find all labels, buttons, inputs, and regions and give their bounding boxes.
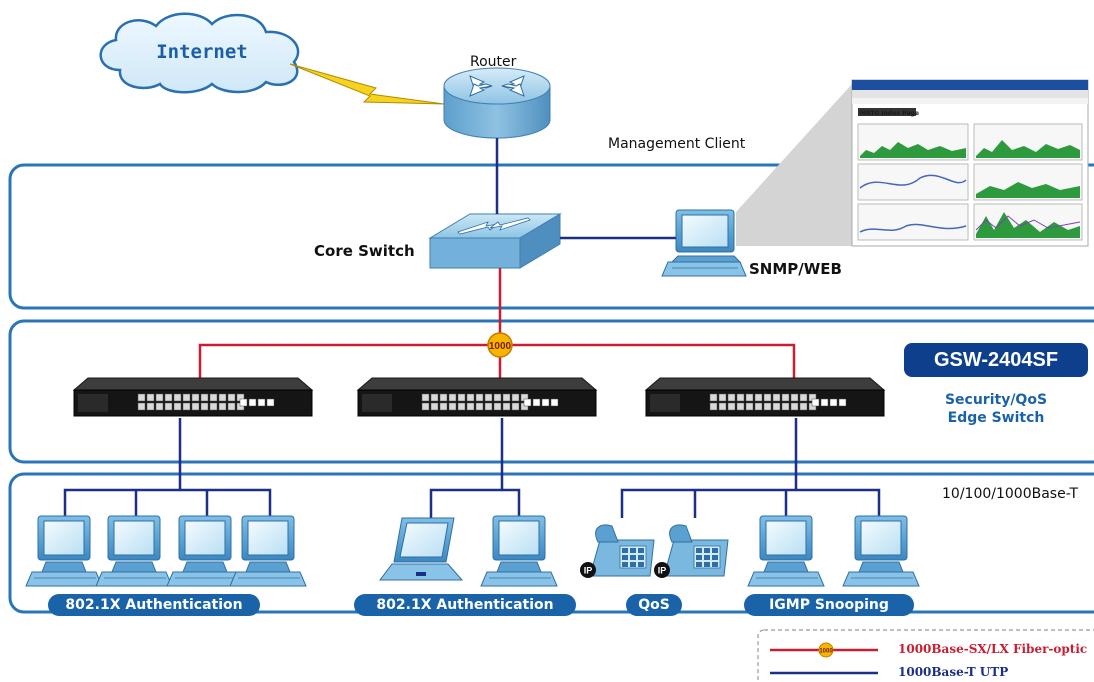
client-section-frame [8,472,1094,614]
legend-fiber-label: 1000Base-SX/LX Fiber-optic [898,642,1088,656]
fiber-branch-left [198,343,500,380]
client-pc-2-icon [95,515,173,587]
edge-switch-2-icon [356,377,598,417]
client-laptop-icon [379,517,464,581]
wan-lightning-icon [289,63,445,105]
client-links [63,418,881,518]
edge-switch-caption: Security/QoS Edge Switch [904,391,1088,427]
router-icon [443,67,551,139]
management-pc-icon [661,209,747,277]
edge-caption-line1: Security/QoS [944,392,1048,408]
ip-phone-1-icon-ip-text: IP [584,566,593,576]
router-label: Router [470,54,517,70]
edge-section-frame [8,319,1094,464]
management-client-label: Management Client [608,136,746,152]
model-name-badge: GSW-2404SF [904,343,1088,377]
ip-phone-2-icon: IP [654,524,729,578]
edge-caption-line2: Edge Switch [947,410,1045,426]
client-pc-5-icon [480,515,558,587]
group-label-1: 802.1X Authentication [48,594,260,616]
ip-phone-1-icon-ip-badge: IP [580,562,596,578]
internet-label: Internet [156,41,248,63]
mrtg-screenshot: MRTG Index Page [851,79,1089,247]
client-pc-3-icon [166,515,244,587]
ip-phone-1-icon: IP [580,524,655,578]
ip-phone-2-icon-ip-badge: IP [654,562,670,578]
group-label-4: IGMP Snooping [744,594,914,616]
snmp-web-label: SNMP/WEB [749,260,842,278]
core-section-frame [8,163,1094,310]
legend-frame [757,629,1094,682]
ip-phone-2-icon-ip-text: IP [658,566,667,576]
legend-fiber-badge-text: 1000 [819,649,833,655]
client-pc-7-icon [842,515,920,587]
fiber-branch-right [500,343,796,380]
group-label-2: 802.1X Authentication [354,594,576,616]
fiber-badge: 1000 [487,332,513,358]
utp-speed-label: 10/100/1000Base-T [942,486,1079,502]
client-pc-4-icon [229,515,307,587]
core-switch-label: Core Switch [314,242,415,260]
legend-utp-label: 1000Base-T UTP [898,665,1009,679]
legend-fiber-badge [818,642,834,658]
core-switch-icon [428,213,562,269]
mrtg-graphs [857,123,1083,241]
mrtg-title: MRTG Index Page [860,110,919,117]
edge-switch-3-icon [644,377,886,417]
client-pc-1-icon [25,515,103,587]
internet-cloud-icon [99,12,300,94]
group-label-3: QoS [626,594,682,616]
fiber-badge-text: 1000 [489,341,512,352]
client-pc-6-icon [747,515,825,587]
edge-switch-1-icon [72,377,314,417]
